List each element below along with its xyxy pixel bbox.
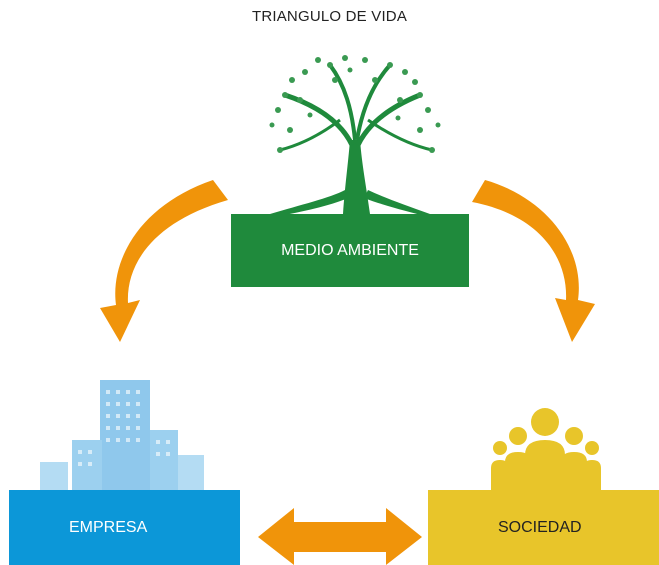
people-icon	[491, 408, 601, 490]
diagram-title: TRIANGULO DE VIDA	[251, 8, 408, 25]
company-box: EMPRESA	[9, 490, 240, 565]
environment-label: MEDIO AMBIENTE	[281, 241, 419, 259]
company-label: EMPRESA	[69, 518, 148, 536]
arrow-environment-to-society	[472, 180, 595, 342]
arrow-environment-to-company	[100, 180, 228, 342]
buildings-icon	[40, 380, 204, 490]
tree-icon	[269, 55, 441, 216]
society-label: SOCIEDAD	[498, 518, 582, 536]
arrow-company-society	[258, 508, 422, 565]
environment-box: MEDIO AMBIENTE	[231, 214, 469, 287]
society-box: SOCIEDAD	[428, 490, 659, 565]
